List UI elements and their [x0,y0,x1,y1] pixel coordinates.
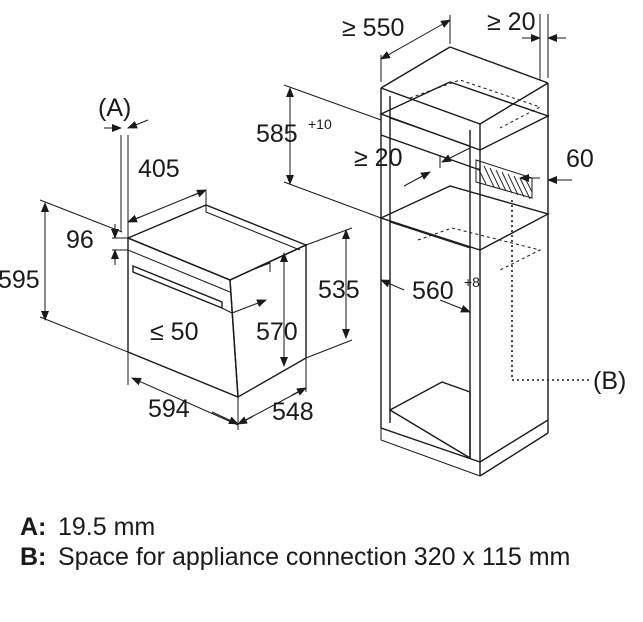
label-560: 560 [412,277,454,305]
legend-text: Space for appliance connection 320 x 115… [58,543,571,571]
legend-key: B: [20,543,47,571]
legend-item-b: B: Space for appliance connection 320 x … [20,542,630,572]
label-max-50: ≤ 50 [150,318,198,346]
label-585: 585 [256,120,298,148]
label-405: 405 [138,155,180,183]
label-594: 594 [148,395,190,423]
cabinet-drawing [379,46,590,477]
label-548: 548 [272,398,314,426]
legend-key: A: [20,513,47,541]
label-96: 96 [66,226,94,254]
marker-b: (B) [593,367,626,395]
label-min-20-top: ≥ 20 [487,8,535,36]
label-min-550: ≥ 550 [342,14,404,42]
dim-405: 405 [127,155,207,223]
marker-a: (A) [98,94,131,122]
legend-item-a: A: 19.5 mm [20,512,630,542]
installation-diagram: (A) 405 96 595 ≤ 50 570 535 594 548 [0,8,626,477]
label-595: 595 [0,266,40,294]
label-min-20-mid: ≥ 20 [354,144,402,172]
label-60: 60 [566,145,594,173]
legend-text: 19.5 mm [58,513,156,541]
label-535: 535 [318,276,360,304]
oven-drawing [126,204,308,399]
legend: A: 19.5 mm B: Space for appliance connec… [20,512,630,572]
label-560-tolerance: +8 [464,274,480,290]
label-585-tolerance: +10 [308,116,332,132]
label-570: 570 [256,318,298,346]
